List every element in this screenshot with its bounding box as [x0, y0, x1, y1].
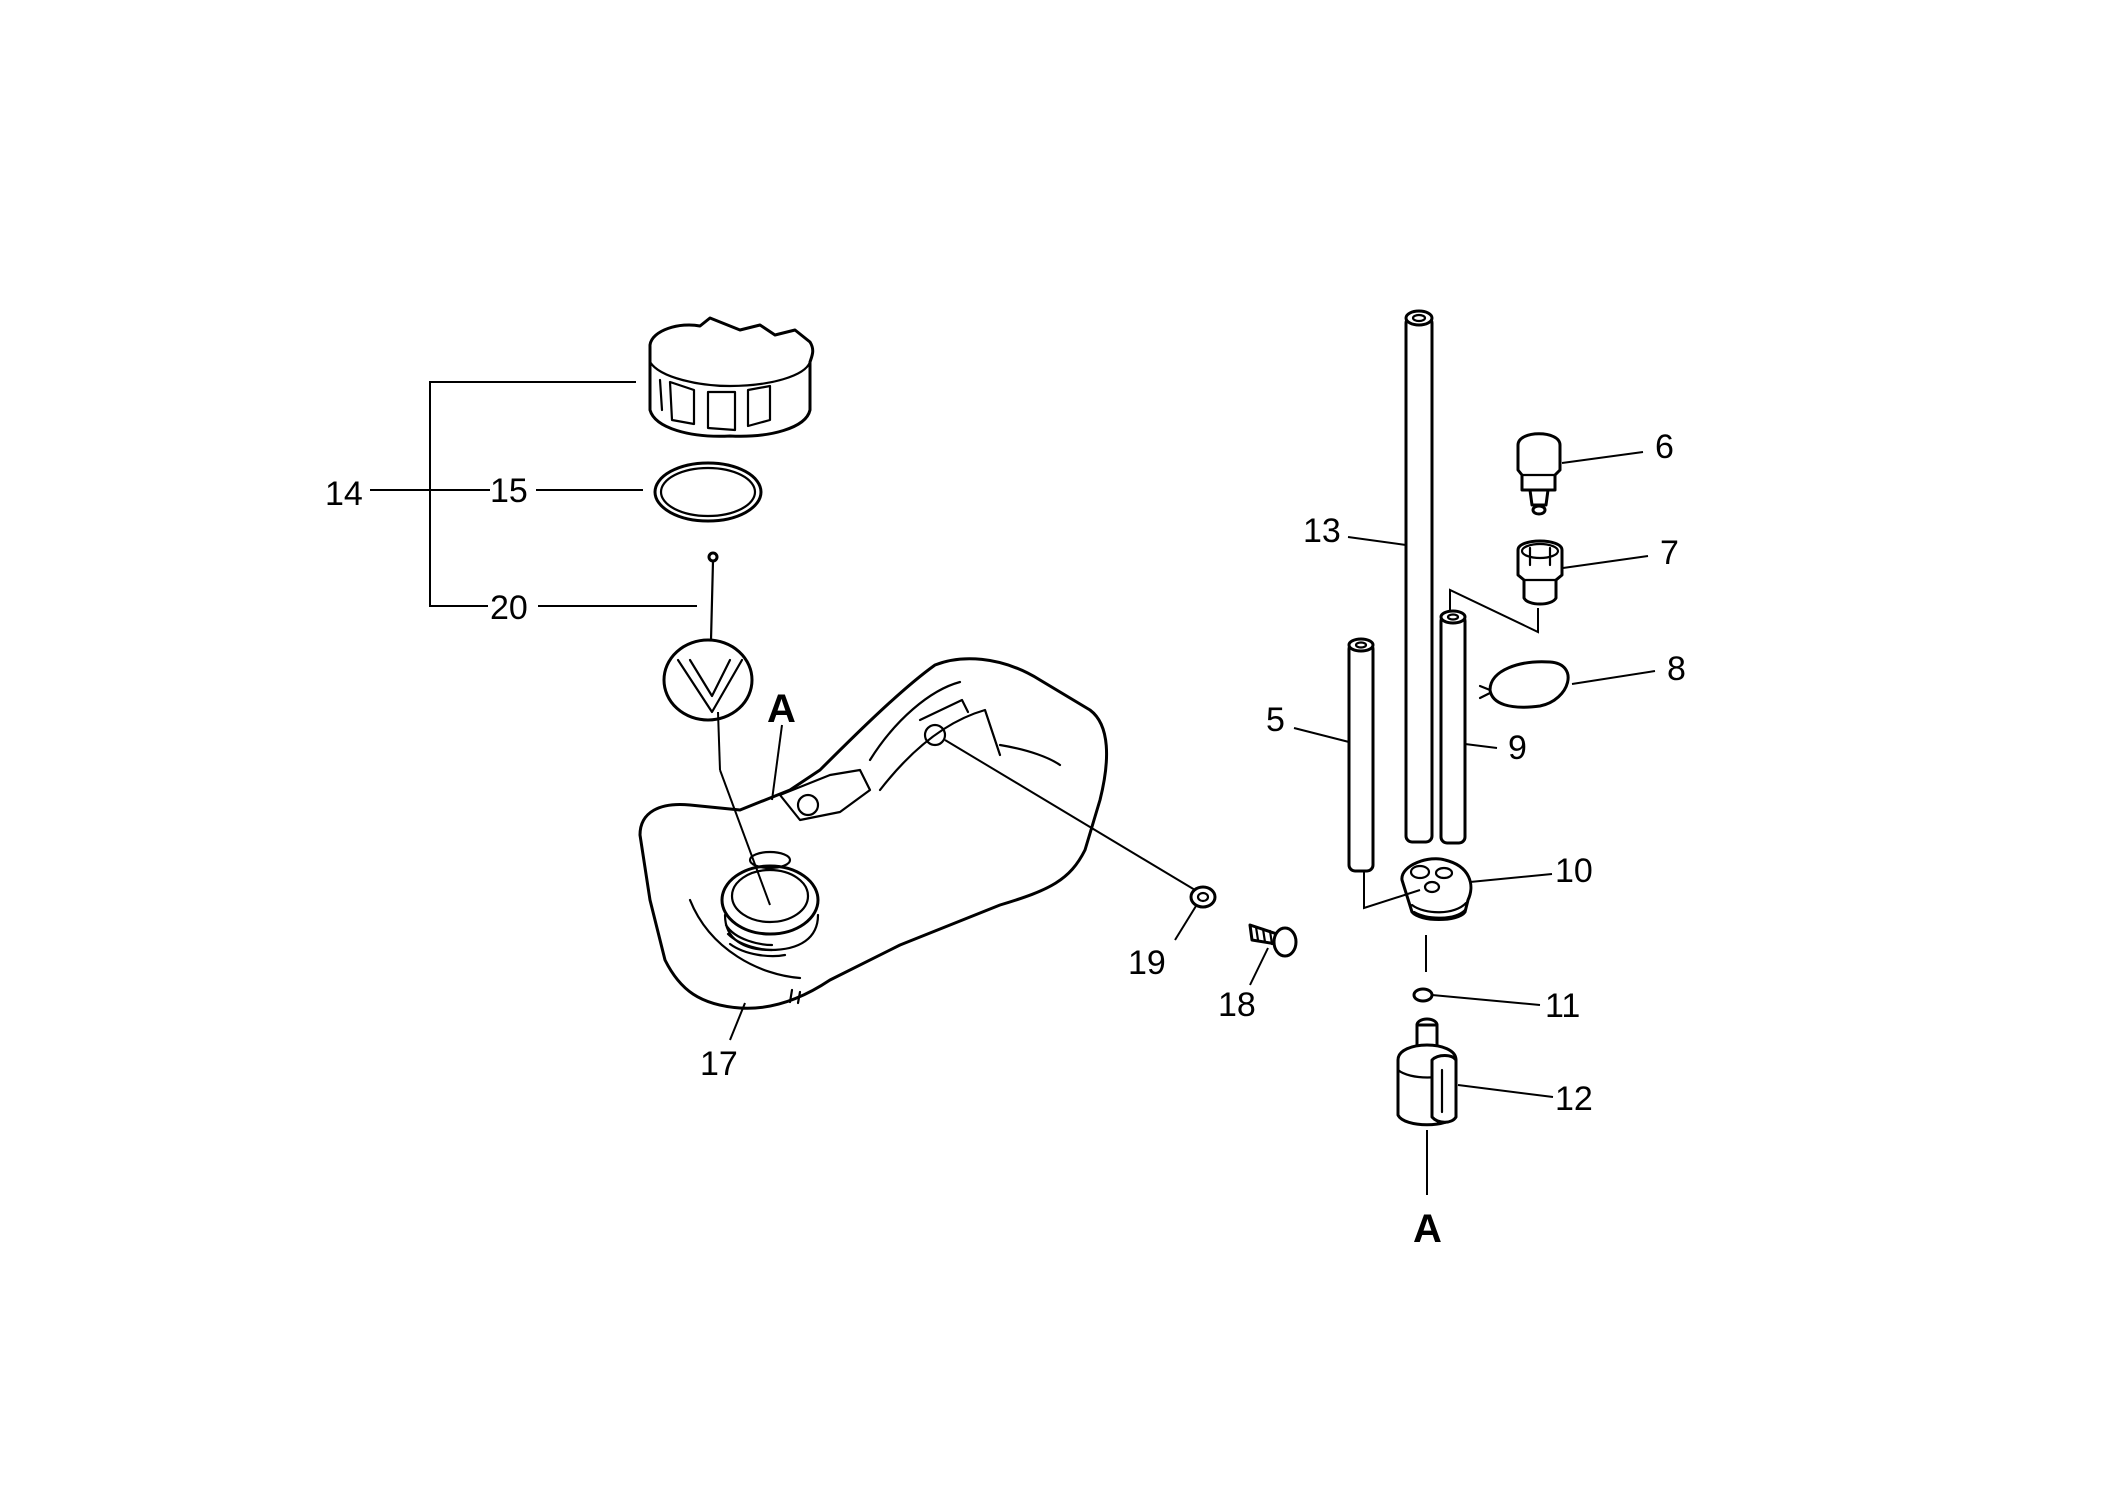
fuel-cap [648, 316, 815, 438]
grommet [1400, 857, 1473, 921]
label-13: 13 [1303, 512, 1341, 550]
label-12: 12 [1555, 1080, 1593, 1118]
label-20: 20 [490, 589, 528, 627]
label-8: 8 [1667, 650, 1686, 688]
fuel-tube-9 [1439, 609, 1467, 845]
valve-6 [1516, 432, 1562, 516]
fuel-tube-5 [1347, 637, 1375, 873]
ref-a-bottom: A [1413, 1207, 1442, 1251]
o-ring [1412, 987, 1434, 1003]
label-5: 5 [1266, 701, 1285, 739]
label-15: 15 [490, 472, 528, 510]
label-7: 7 [1660, 534, 1679, 572]
label-10: 10 [1555, 852, 1593, 890]
clip [1478, 660, 1570, 709]
leader-lines [370, 381, 1656, 1195]
label-14: 14 [325, 475, 363, 513]
label-11: 11 [1545, 987, 1580, 1025]
callout-labels: 14 15 20 A 17 19 18 13 6 7 8 5 9 10 11 1… [325, 428, 1686, 1251]
label-18: 18 [1218, 986, 1256, 1024]
valve-7 [1516, 539, 1564, 606]
ref-a-top: A [767, 687, 796, 731]
cap-gasket [653, 461, 763, 523]
screw [1248, 923, 1298, 958]
washer [1189, 885, 1217, 909]
fuel-tube-long [1404, 309, 1434, 844]
label-6: 6 [1655, 428, 1674, 466]
fuel-strainer [662, 551, 754, 722]
fuel-tank [638, 657, 1108, 1010]
label-17: 17 [700, 1045, 738, 1083]
label-9: 9 [1508, 729, 1527, 767]
label-19: 19 [1128, 944, 1166, 982]
fuel-pickup [1396, 1017, 1458, 1127]
